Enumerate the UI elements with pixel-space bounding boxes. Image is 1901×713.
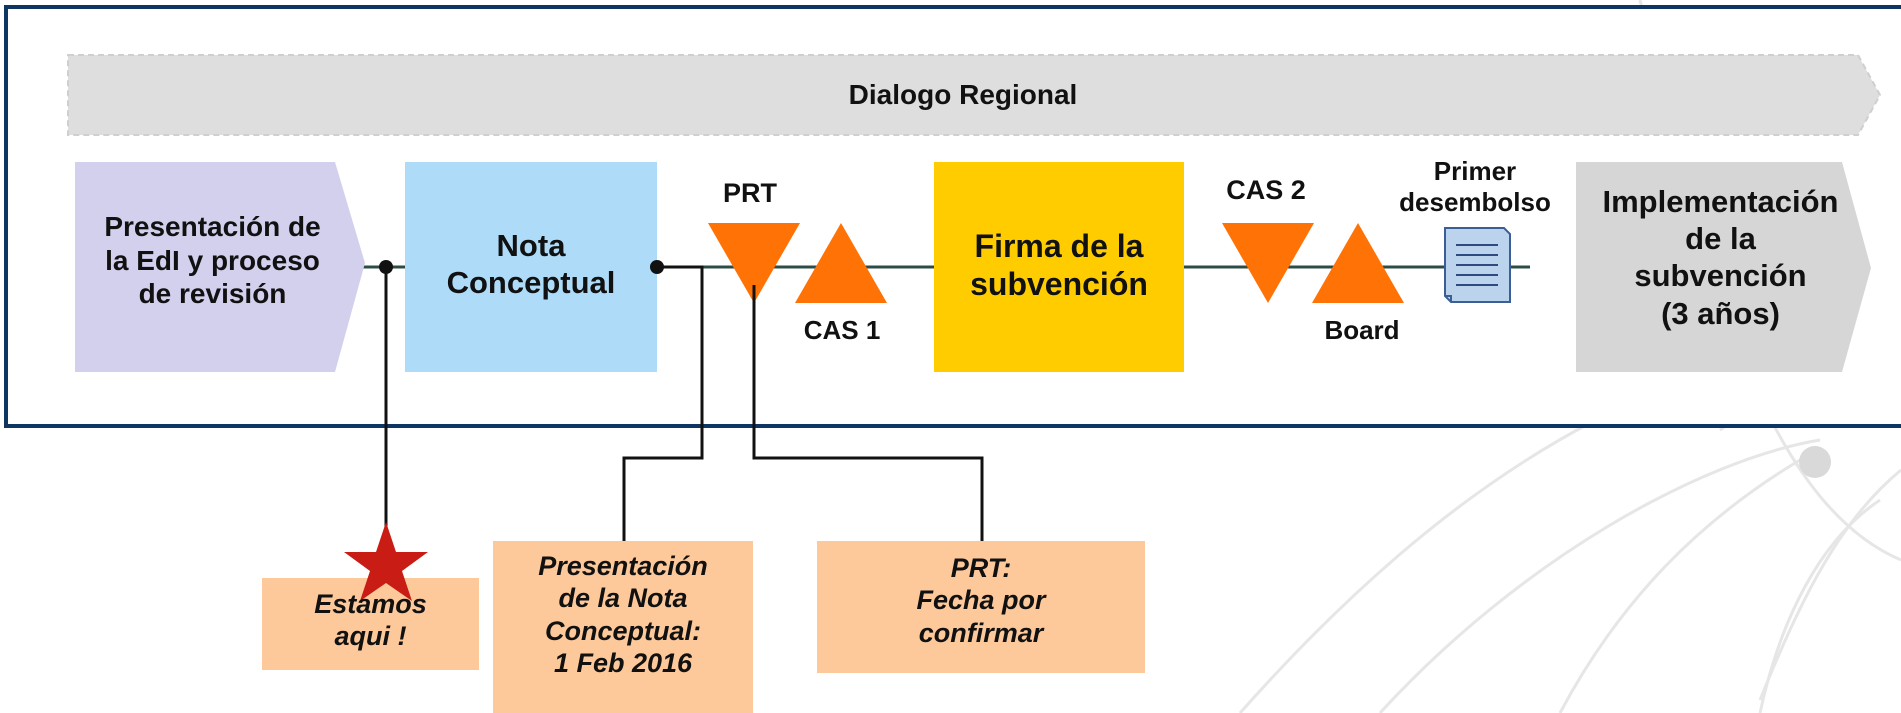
prt-down-triangle [708, 223, 800, 303]
document-icon [1444, 227, 1511, 303]
stage-implementacion-shape [1576, 162, 1871, 372]
stage-firma-label: Firma de la subvención [970, 228, 1148, 303]
stage-nota-shape [405, 162, 657, 372]
connector-nota [622, 265, 704, 541]
milestone-cas2-label: CAS 2 [1226, 175, 1306, 205]
callout-prt-box [817, 541, 1145, 673]
stage-presentacion-label: Presentación de la EdI y proceso de revi… [104, 211, 321, 310]
callout-presentacion-label: Presentación de la Nota Conceptual: 1 Fe… [538, 551, 708, 679]
star-icon [344, 522, 428, 601]
milestone-primer-desembolso-label: Primer desembolso [1399, 156, 1551, 218]
stage-firma-shape [934, 162, 1184, 372]
banner-label: Dialogo Regional [848, 79, 1078, 110]
cas1-up-triangle [795, 223, 887, 303]
connector-prt [752, 285, 984, 541]
callout-presentacion-box [493, 541, 753, 713]
stage-nota-label: Nota Conceptual [446, 228, 616, 301]
milestone-prt-label: PRT [723, 178, 777, 208]
dialogo-regional-banner [67, 54, 1882, 136]
milestone-board-label: Board [1324, 315, 1400, 345]
callout-prt-label: PRT: Fecha por confirmar [916, 553, 1046, 648]
board-up-triangle [1312, 223, 1404, 303]
milestone-cas1-label: CAS 1 [803, 315, 881, 345]
connector-dot-2 [650, 260, 664, 274]
stage-presentacion-shape [75, 162, 365, 372]
cas2-down-triangle [1222, 223, 1314, 303]
connector-dot-1 [379, 260, 393, 274]
stage-implementacion-label: Implementación de la subvención (3 años) [1602, 184, 1839, 331]
callout-estamos-label: Estamos aqui ! [314, 589, 427, 652]
